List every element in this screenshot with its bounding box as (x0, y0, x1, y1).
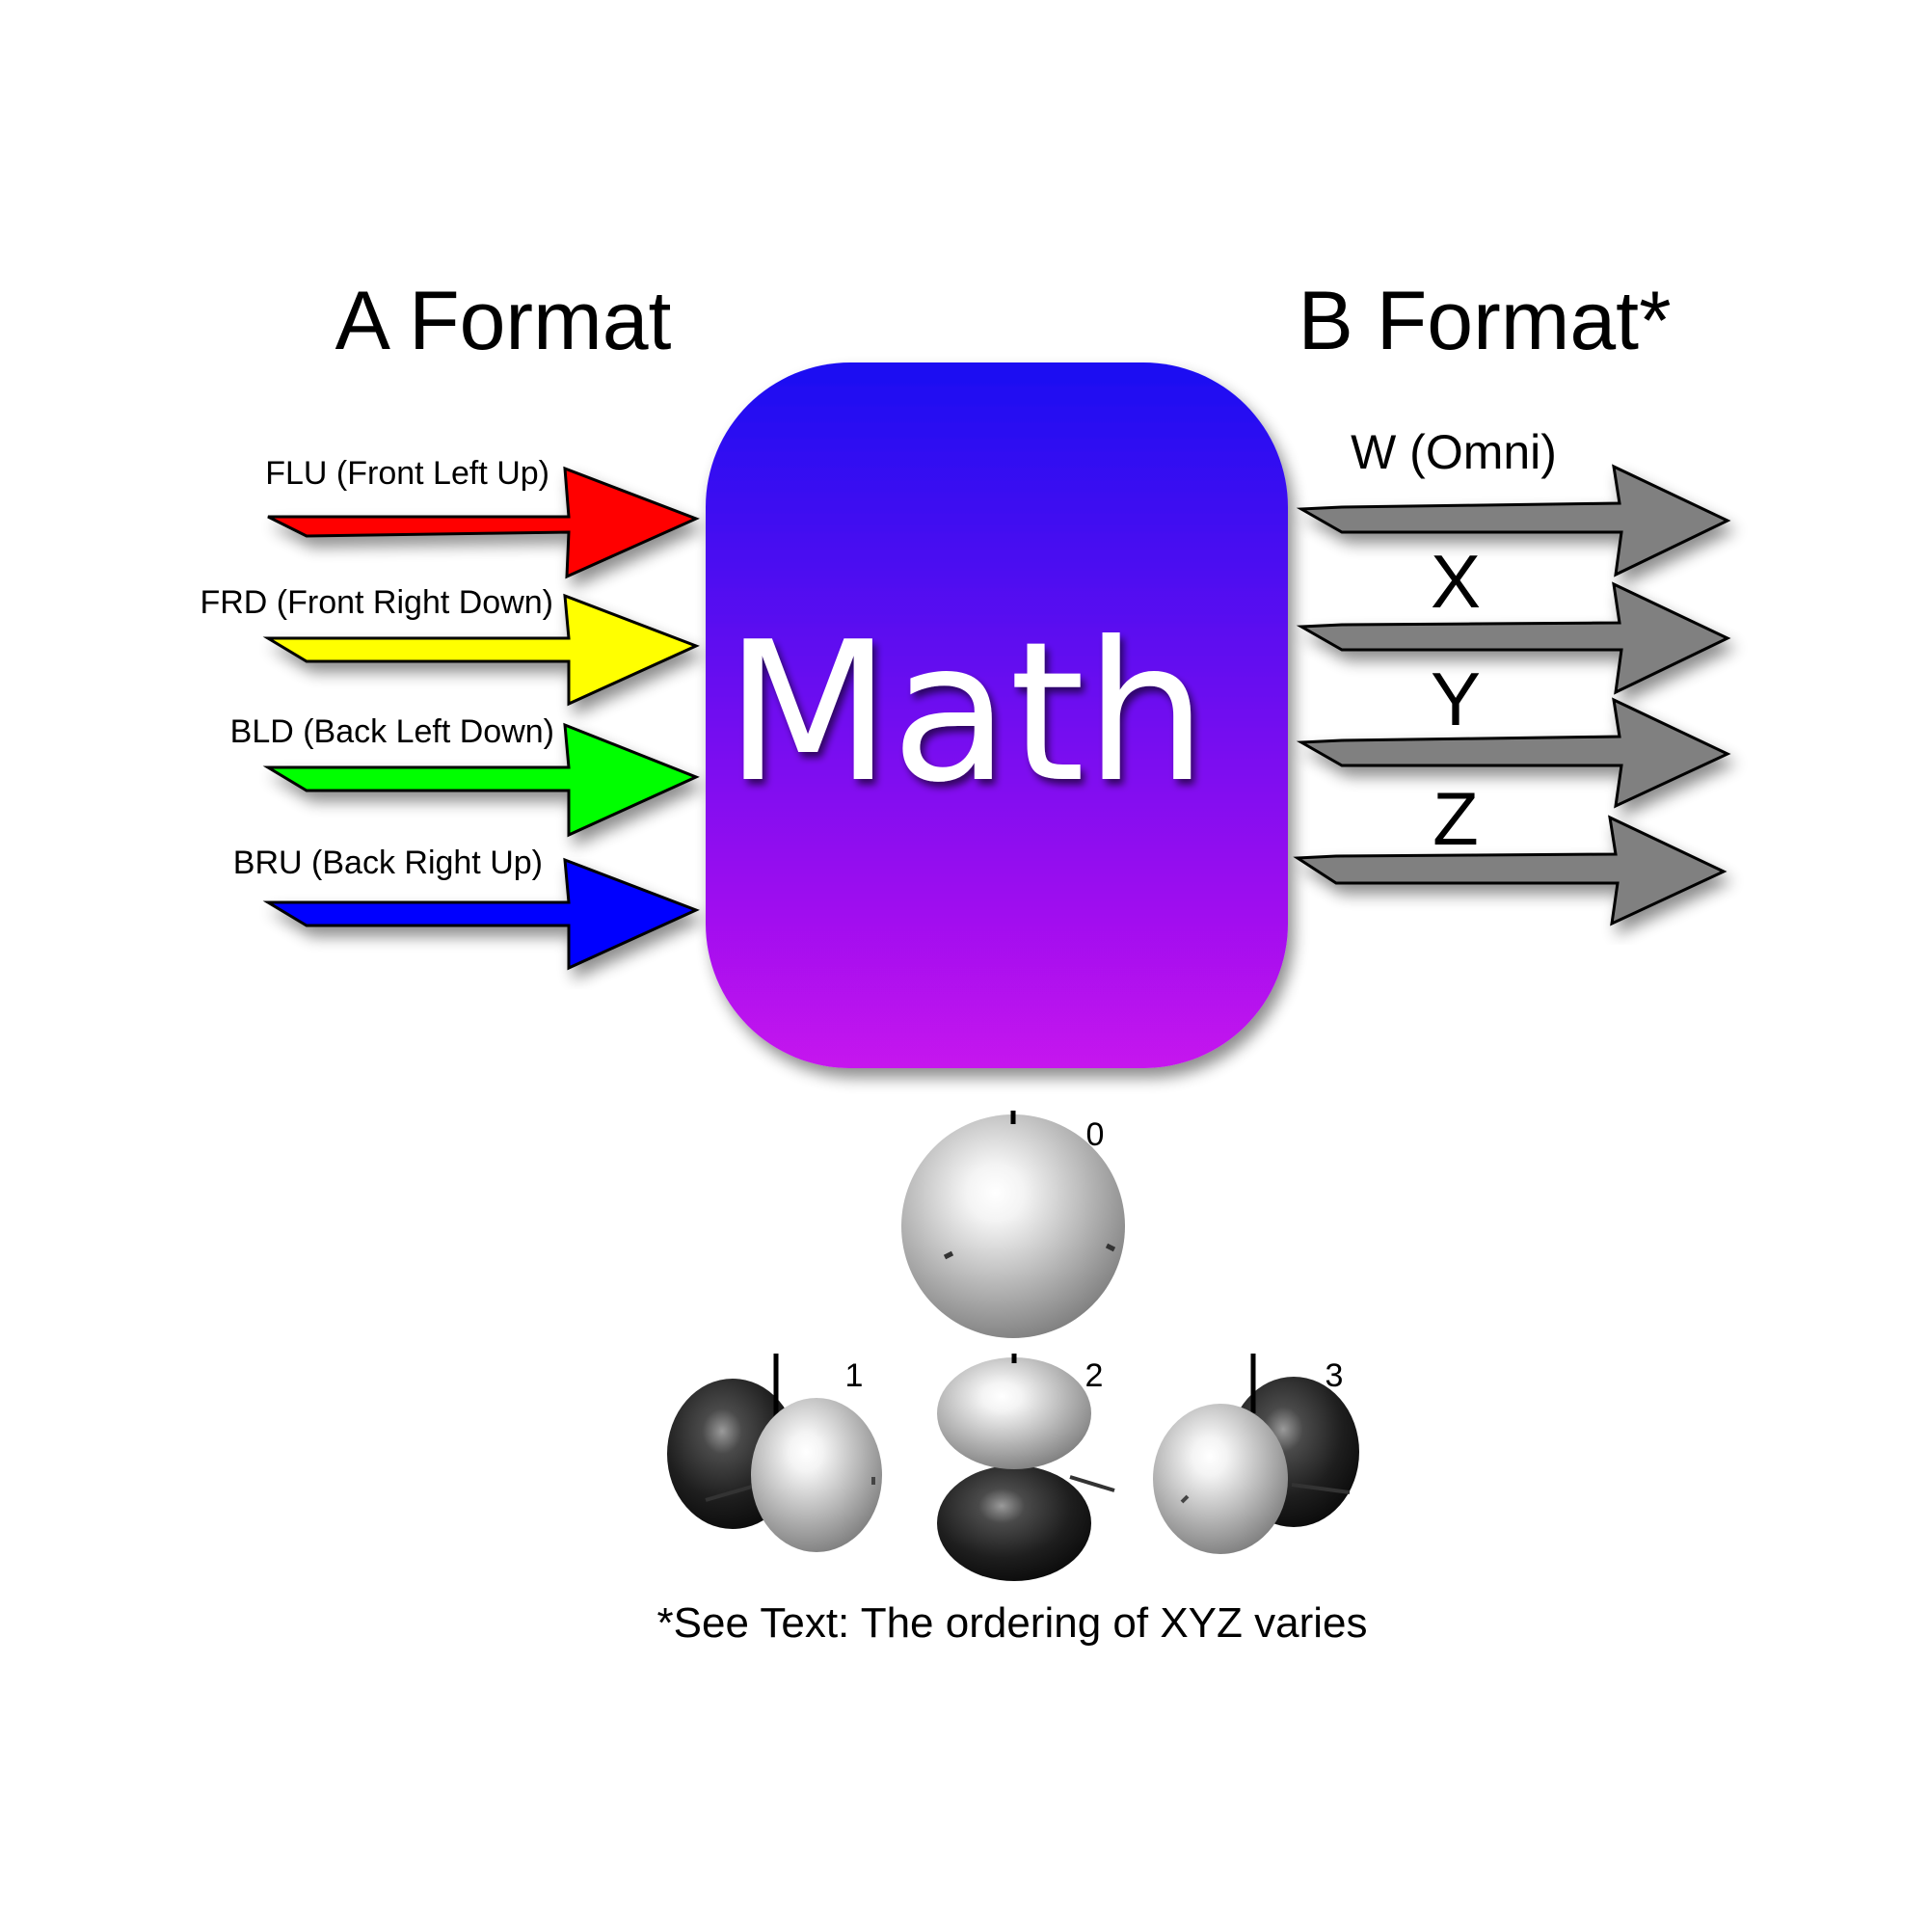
axis-tick (1180, 1494, 1190, 1504)
harmonic-index-3: 3 (1326, 1357, 1344, 1394)
horizontal-axis (705, 1485, 753, 1502)
harmonic-0: 0 (901, 1111, 1125, 1338)
output-arrow-shape (1296, 581, 1731, 695)
output-label-y: Y (1431, 657, 1481, 741)
light-lobe (937, 1357, 1091, 1469)
math-box: Math (706, 362, 1288, 1068)
light-lobe (1153, 1404, 1288, 1554)
axis-tick (943, 1250, 954, 1260)
input-label-bru: BRU (Back Right Up) (233, 845, 543, 881)
input-arrow-flu: FLU (Front Left Up) (265, 455, 700, 579)
input-arrow-shape (262, 722, 700, 838)
harmonic-1: 1 (667, 1354, 882, 1552)
harmonic-index-2: 2 (1085, 1357, 1104, 1394)
output-arrow-z: Z (1293, 776, 1727, 926)
omni-sphere (901, 1114, 1125, 1338)
input-label-frd: FRD (Front Right Down) (200, 584, 553, 621)
b-format-heading: B Format* (1298, 275, 1671, 367)
harmonic-index-1: 1 (845, 1357, 864, 1394)
output-arrow-y: Y (1296, 657, 1731, 809)
input-arrow-bld: BLD (Back Left Down) (230, 713, 700, 838)
input-arrow-shape (267, 466, 700, 579)
output-arrow-x: X (1296, 539, 1731, 695)
light-lobe (751, 1398, 882, 1552)
input-arrow-shape (262, 593, 700, 707)
horizontal-axis (1069, 1475, 1115, 1492)
input-arrow-shape (262, 857, 700, 971)
horizontal-axis (1291, 1483, 1351, 1494)
a-format-heading: A Format (335, 275, 672, 367)
input-arrow-bru: BRU (Back Right Up) (233, 845, 700, 971)
output-arrow-shape (1293, 815, 1727, 926)
output-arrow-w: W (Omni) (1296, 425, 1731, 577)
harmonic-index-0: 0 (1086, 1116, 1105, 1153)
footnote: *See Text: The ordering of XYZ varies (657, 1599, 1368, 1647)
harmonic-3: 3 (1153, 1354, 1359, 1554)
math-label: Math (725, 601, 1207, 825)
output-arrow-shape (1296, 697, 1731, 809)
output-label-w: W (Omni) (1351, 425, 1557, 479)
input-label-bld: BLD (Back Left Down) (230, 713, 554, 750)
input-arrow-frd: FRD (Front Right Down) (200, 584, 700, 707)
dark-lobe (937, 1465, 1091, 1581)
math-box-shape (706, 362, 1288, 1068)
harmonic-2: 2 (937, 1354, 1115, 1581)
output-label-x: X (1431, 539, 1481, 624)
axis-tick (1105, 1243, 1116, 1252)
output-arrow-shape (1296, 464, 1731, 577)
input-label-flu: FLU (Front Left Up) (265, 455, 549, 492)
output-label-z: Z (1433, 776, 1479, 861)
